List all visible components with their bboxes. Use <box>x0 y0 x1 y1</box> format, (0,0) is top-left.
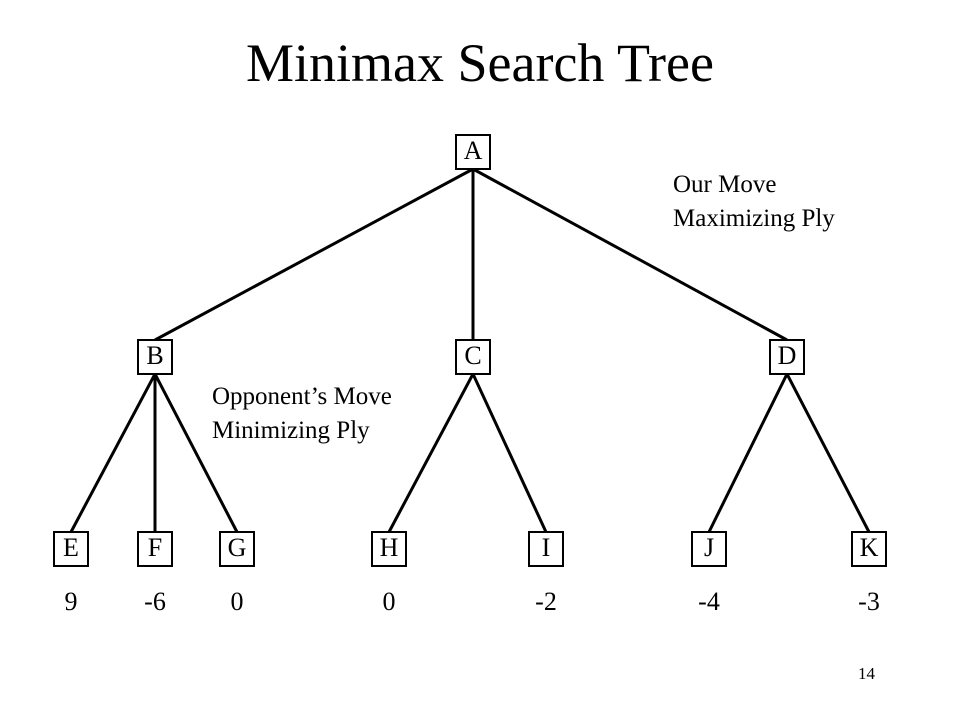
node-label: E <box>63 533 79 562</box>
node-box <box>219 531 255 567</box>
leaf-value-h: 0 <box>383 587 396 616</box>
edge-c-i <box>471 373 548 533</box>
leaf-value-f: -6 <box>144 587 166 616</box>
node-box <box>528 531 564 567</box>
node-label: J <box>704 533 714 562</box>
node-box <box>691 531 727 567</box>
min-ply-label-line2: Minimizing Ply <box>212 417 370 444</box>
node-k: K <box>851 531 887 567</box>
min-ply-label-line1: Opponent’s Move <box>212 383 392 410</box>
edge-c-h <box>387 373 475 533</box>
node-label: G <box>228 533 247 562</box>
node-box <box>371 531 407 567</box>
node-label: F <box>148 533 162 562</box>
edge-a-b <box>154 167 474 342</box>
node-box <box>137 339 173 375</box>
node-label: H <box>380 533 399 562</box>
node-e: E <box>53 531 89 567</box>
node-box <box>455 134 491 170</box>
node-label: K <box>860 533 879 562</box>
max-ply-label-line1: Our Move <box>673 171 777 198</box>
node-h: H <box>371 531 407 567</box>
leaf-value-i: -2 <box>535 587 557 616</box>
node-c: C <box>455 339 491 375</box>
node-box <box>769 339 805 375</box>
node-box <box>53 531 89 567</box>
node-label: D <box>778 341 797 370</box>
node-b: B <box>137 339 173 375</box>
edge-d-j <box>707 373 789 533</box>
diagram-title: Minimax Search Tree <box>246 33 714 93</box>
node-box <box>455 339 491 375</box>
page-number: 14 <box>858 664 875 683</box>
max-ply-label: Our Move Maximizing Ply <box>673 168 835 236</box>
edge-b-g <box>153 373 239 533</box>
edges <box>69 167 871 533</box>
min-ply-label: Opponent’s Move Minimizing Ply <box>212 380 392 448</box>
leaf-value-g: 0 <box>231 587 244 616</box>
edge-b-e <box>69 373 157 533</box>
node-j: J <box>691 531 727 567</box>
node-g: G <box>219 531 255 567</box>
node-label: C <box>464 341 481 370</box>
node-d: D <box>769 339 805 375</box>
node-i: I <box>528 531 564 567</box>
node-box <box>137 531 173 567</box>
max-ply-label-line2: Maximizing Ply <box>673 205 835 232</box>
nodes: A B C D E F G H I J K <box>53 134 887 567</box>
node-label: B <box>146 341 163 370</box>
leaf-value-k: -3 <box>858 587 880 616</box>
leaf-value-e: 9 <box>65 587 78 616</box>
node-label: A <box>464 136 483 165</box>
node-box <box>851 531 887 567</box>
node-a: A <box>455 134 491 170</box>
node-label: I <box>542 533 551 562</box>
edge-d-k <box>785 373 871 533</box>
leaf-value-j: -4 <box>698 587 720 616</box>
edge-a-d <box>472 167 788 342</box>
node-f: F <box>137 531 173 567</box>
leaf-values: 9 -6 0 0 -2 -4 -3 <box>65 587 880 616</box>
